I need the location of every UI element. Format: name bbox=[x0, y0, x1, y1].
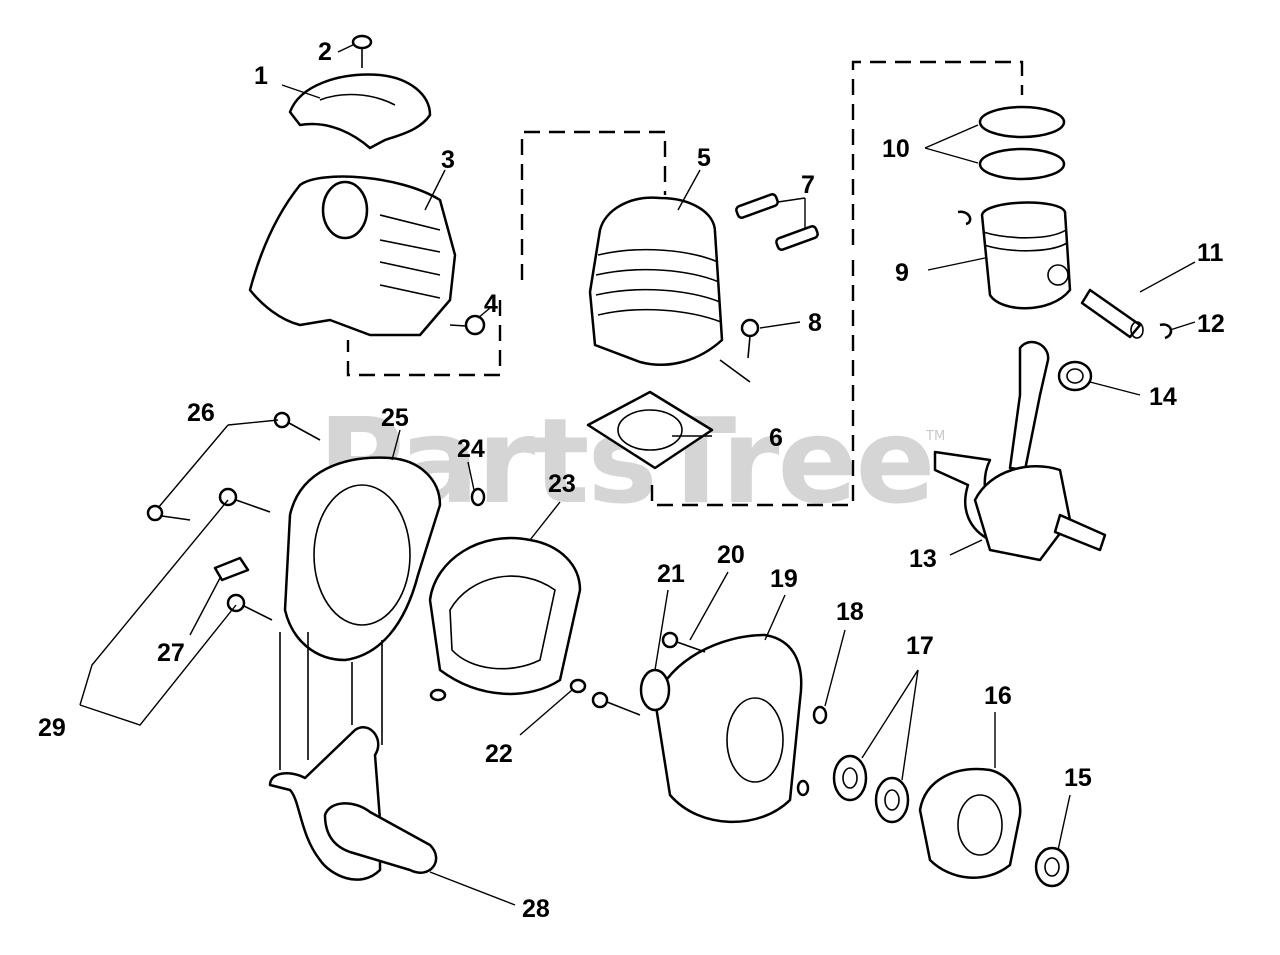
callout-7: 7 bbox=[801, 171, 815, 199]
callout-23: 23 bbox=[548, 470, 576, 498]
callout-19: 19 bbox=[770, 565, 798, 593]
crank-seal-part bbox=[1034, 846, 1070, 888]
cover-screw-part bbox=[351, 34, 373, 68]
oil-seal-part bbox=[639, 668, 671, 712]
cover-bolt-part bbox=[449, 314, 486, 336]
callout-8: 8 bbox=[808, 309, 822, 337]
cylinder-gasket-part bbox=[586, 390, 714, 470]
callout-24: 24 bbox=[457, 435, 485, 463]
callout-29: 29 bbox=[38, 714, 66, 742]
crankcase-bolts-part bbox=[591, 631, 706, 716]
callout-5: 5 bbox=[697, 144, 711, 172]
callout-22: 22 bbox=[485, 740, 513, 768]
shroud-part bbox=[428, 536, 582, 696]
callout-21: 21 bbox=[657, 560, 685, 588]
callout-1: 1 bbox=[254, 62, 268, 90]
cylinder-studs-part bbox=[735, 193, 819, 251]
callout-26: 26 bbox=[187, 399, 215, 427]
cylinder-cover-part bbox=[248, 175, 457, 337]
callout-18: 18 bbox=[836, 598, 864, 626]
callout-17: 17 bbox=[906, 632, 934, 660]
crankshaft-part bbox=[933, 340, 1107, 562]
callout-28: 28 bbox=[522, 895, 550, 923]
crankcase-dowel-part bbox=[812, 705, 828, 725]
main-bearings-part bbox=[832, 754, 910, 824]
watermark-trademark: TM bbox=[925, 429, 945, 444]
fan-housing-part bbox=[283, 456, 442, 662]
mount-bracket-part bbox=[268, 632, 438, 881]
callout-27: 27 bbox=[157, 639, 185, 667]
needle-bearing-part bbox=[1057, 360, 1093, 392]
fan-housing-pin-part bbox=[470, 487, 486, 507]
callout-25: 25 bbox=[381, 404, 409, 432]
housing-dowel-part bbox=[429, 688, 447, 702]
piston-pin-part bbox=[1080, 288, 1144, 339]
callout-4: 4 bbox=[484, 290, 498, 318]
piston-group-box bbox=[650, 60, 1024, 507]
callout-13: 13 bbox=[909, 545, 937, 573]
crankcase-dowel-lower-part bbox=[796, 779, 810, 797]
top-cover-part bbox=[288, 73, 432, 150]
crankcase-part bbox=[653, 633, 803, 824]
piston-part bbox=[980, 201, 1072, 310]
callout-3: 3 bbox=[441, 146, 455, 174]
callout-15: 15 bbox=[1064, 764, 1092, 792]
leader-lines bbox=[79, 43, 1196, 906]
washer-part bbox=[569, 678, 587, 694]
callout-6: 6 bbox=[769, 424, 783, 452]
callout-16: 16 bbox=[984, 682, 1012, 710]
cylinder-group-box bbox=[346, 130, 667, 377]
callout-10: 10 bbox=[882, 135, 910, 163]
callout-14: 14 bbox=[1149, 383, 1177, 411]
pin-clip-part bbox=[1159, 323, 1173, 340]
callout-20: 20 bbox=[717, 541, 745, 569]
piston-rings-part bbox=[978, 105, 1066, 181]
crankcase-half-part bbox=[918, 767, 1022, 879]
callout-9: 9 bbox=[895, 259, 909, 287]
callout-12: 12 bbox=[1197, 310, 1225, 338]
cylinder-part bbox=[588, 196, 751, 383]
callout-11: 11 bbox=[1197, 239, 1224, 267]
callout-2: 2 bbox=[318, 38, 332, 66]
piston-clip-part bbox=[957, 210, 972, 226]
callout-labels: 1 2 3 4 5 6 7 8 9 10 11 12 13 14 15 16 1… bbox=[38, 38, 1225, 923]
cylinder-bolt-part bbox=[740, 318, 760, 359]
